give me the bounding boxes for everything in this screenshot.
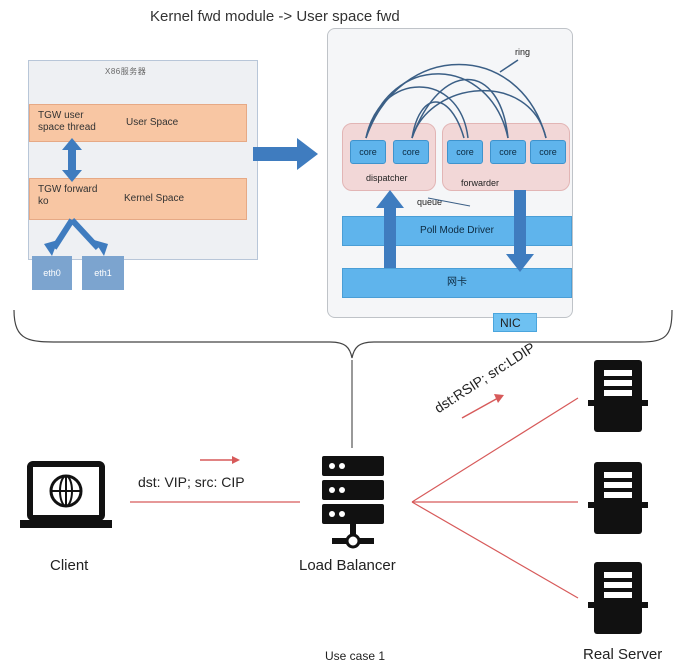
user-space-row [29, 104, 247, 142]
laptop-icon [20, 461, 112, 528]
eth0-port: eth0 [32, 256, 72, 290]
dispatcher-core-2: core [393, 140, 429, 164]
left-vertical-double-arrow [62, 138, 82, 182]
eth1-port: eth1 [82, 256, 124, 290]
ring-curves [365, 59, 547, 139]
client-packet-label: dst: VIP; src: CIP [138, 474, 245, 490]
queue-pointer [427, 197, 471, 207]
client-flow-arrow [200, 456, 240, 464]
kernel-space-label: Kernel Space [124, 193, 185, 204]
forwarder-core-1: core [447, 140, 483, 164]
forwarder-core-2: core [490, 140, 526, 164]
nic-card-bar: 网卡 [342, 268, 572, 298]
eth-fork-arrowheads [44, 240, 108, 256]
use-case-label: Use case 1 [325, 649, 386, 663]
transform-arrow [253, 138, 318, 170]
dispatcher-label: dispatcher [366, 173, 408, 183]
load-balancer-label: Load Balancer [299, 557, 396, 574]
dispatcher-core-1: core [350, 140, 386, 164]
tgw-forward-ko-label: TGW forward ko [38, 184, 98, 207]
real-server-icon-3 [588, 562, 648, 634]
client-label: Client [50, 557, 89, 574]
x86-server-title: X86服务器 [105, 67, 147, 76]
eth-fork-arrows [51, 217, 101, 251]
load-balancer-icon [322, 456, 384, 549]
up-arrow [376, 190, 404, 268]
nic-tag: NIC [493, 313, 537, 332]
down-arrow [506, 190, 534, 272]
kernel-space-row [29, 178, 247, 220]
queue-label: queue [417, 197, 443, 207]
poll-mode-driver-bar: Poll Mode Driver [342, 216, 572, 246]
tgw-user-thread-label: TGW user space thread [38, 110, 96, 133]
forwarder-label: forwarder [461, 178, 500, 188]
user-space-label: User Space [126, 117, 179, 128]
ring-label: ring [515, 47, 531, 57]
real-server-label: Real Server [583, 646, 663, 663]
forwarder-core-3: core [530, 140, 566, 164]
lb-server-links [411, 397, 579, 599]
real-server-icon-2 [588, 462, 648, 534]
diagram-title: Kernel fwd module -> User space fwd [150, 8, 400, 25]
brace [13, 309, 673, 359]
real-server-icon-1 [588, 360, 648, 432]
server-flow-arrow [461, 394, 504, 419]
